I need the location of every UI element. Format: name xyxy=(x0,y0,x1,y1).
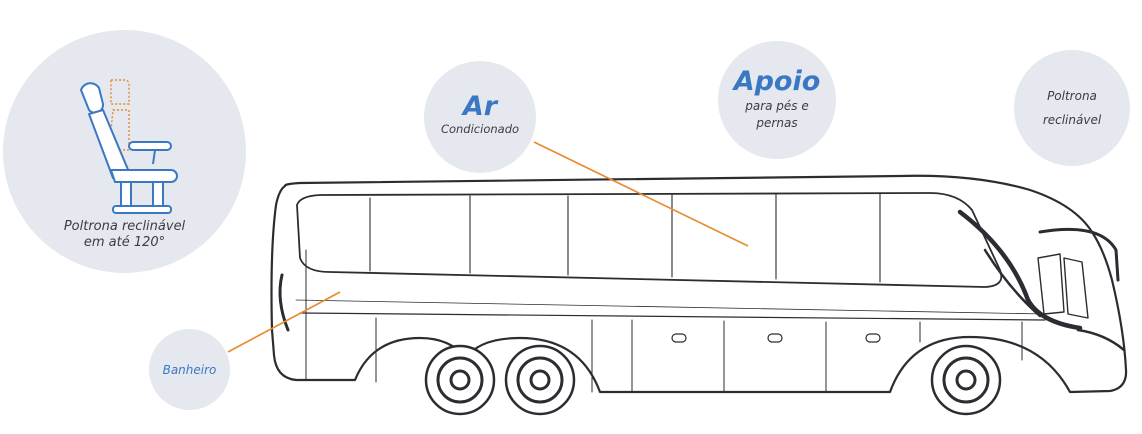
lower-panel-seams xyxy=(305,249,1023,393)
side-mirror xyxy=(1038,227,1120,282)
driver-window xyxy=(1037,253,1065,315)
reclining-seat-bubble: Poltrona reclinável xyxy=(1014,50,1130,166)
poltrona-line2: reclinável xyxy=(1042,113,1102,127)
seat-feature-bubble: Poltrona reclinável em até 120° xyxy=(3,30,246,273)
bathroom-label: Banheiro xyxy=(162,362,217,377)
front-stripe-1 xyxy=(957,209,1083,331)
apoio-title: Apoio xyxy=(733,66,821,97)
rear-light xyxy=(278,273,290,332)
poltrona-line1: Poltrona xyxy=(1047,89,1097,103)
air-title: Ar xyxy=(462,91,498,122)
air-subtitle: Condicionado xyxy=(440,122,520,136)
rear-wheel-1 xyxy=(424,344,496,416)
callout-line-ar xyxy=(533,141,749,247)
callout-line-banheiro xyxy=(227,291,341,353)
bus-body-outline xyxy=(270,174,1128,394)
apoio-line2: pernas xyxy=(756,116,798,130)
apoio-line1: para pés e xyxy=(745,99,809,113)
leg-rest-bubble: Apoio para pés e pernas xyxy=(718,41,836,159)
reclining-seat-icon xyxy=(79,79,178,214)
luggage-handle-3 xyxy=(865,333,881,343)
rear-wheel-2 xyxy=(504,344,576,416)
seat-feature-label: Poltrona reclinável em até 120° xyxy=(63,219,186,250)
bus-window-band xyxy=(296,192,1003,288)
front-wheel xyxy=(930,344,1002,416)
luggage-handle-1 xyxy=(671,333,687,343)
headlight xyxy=(1076,328,1126,352)
air-conditioning-bubble: Ar Condicionado xyxy=(424,61,536,173)
window-dividers xyxy=(369,192,881,283)
bus-belt-line xyxy=(299,312,1046,321)
bathroom-bubble: Banheiro xyxy=(149,329,230,410)
front-stripe-2 xyxy=(983,248,1042,318)
luggage-handle-2 xyxy=(767,333,783,343)
